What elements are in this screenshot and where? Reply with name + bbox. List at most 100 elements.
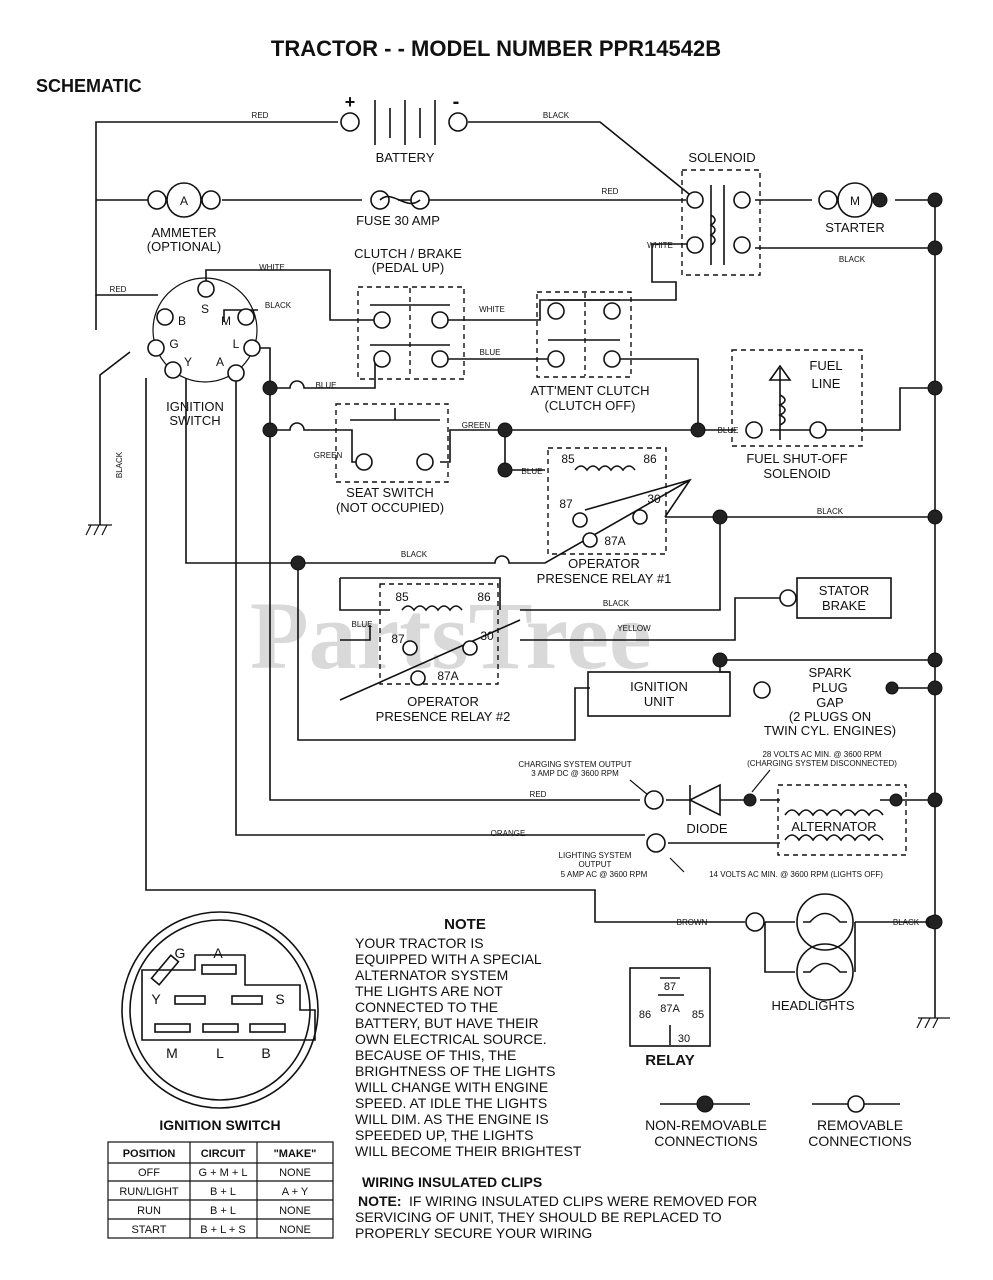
note-line: SPEEDED UP, THE LIGHTS	[355, 1127, 533, 1143]
non-removable-sub-label: CONNECTIONS	[654, 1133, 757, 1149]
table-cell: G + M + L	[199, 1167, 248, 1179]
stator-brake-label: STATOR	[819, 583, 870, 598]
table-cell: RUN/LIGHT	[119, 1186, 179, 1198]
schematic-heading: SCHEMATIC	[36, 76, 142, 96]
ign-terminal-m: M	[221, 314, 231, 328]
non-removable-connection-dots	[262, 192, 943, 930]
ignition-switch-label: IGNITION	[166, 399, 224, 414]
spark-label-3: GAP	[816, 695, 843, 710]
ammeter-optional-label: (OPTIONAL)	[147, 239, 221, 254]
switch-face-m: M	[166, 1045, 178, 1061]
switch-face-b: B	[261, 1045, 270, 1061]
ignition-unit-sub-label: UNIT	[644, 694, 674, 709]
clips-line-2: SERVICING OF UNIT, THEY SHOULD BE REPLAC…	[355, 1209, 722, 1225]
volts14-label: 14 VOLTS AC MIN. @ 3600 RPM (LIGHTS OFF)	[709, 870, 883, 879]
lighting-output-sub-label: OUTPUT	[579, 860, 612, 869]
note-line: EQUIPPED WITH A SPECIAL	[355, 951, 542, 967]
note-line: CONNECTED TO THE	[355, 999, 498, 1015]
spark-label-4: (2 PLUGS ON	[789, 709, 871, 724]
relay-legend-86: 86	[639, 1009, 651, 1021]
battery: + - BATTERY	[340, 91, 468, 165]
switch-face-g: G	[175, 945, 186, 961]
switch-face-a: A	[213, 945, 223, 961]
lighting-output-label: LIGHTING SYSTEM	[559, 851, 632, 860]
table-cell: NONE	[279, 1224, 311, 1236]
alternator-label: ALTERNATOR	[791, 819, 876, 834]
note-line: WILL CHANGE WITH ENGINE	[355, 1079, 548, 1095]
wire-label-blue-1: BLUE	[480, 348, 501, 357]
wire-label-black-ground: BLACK	[115, 451, 124, 478]
wire-label-red-1: RED	[252, 111, 269, 120]
note-line: WILL DIM. AS THE ENGINE IS	[355, 1111, 549, 1127]
solenoid: SOLENOID	[681, 150, 761, 276]
starter-symbol: M	[850, 194, 860, 208]
switch-face-s: S	[275, 991, 284, 1007]
note-line: WILL BECOME THEIR BRIGHTEST	[355, 1143, 582, 1159]
ignition-switch-title: IGNITION SWITCH	[159, 1117, 280, 1133]
ammeter-symbol: A	[180, 194, 188, 208]
relay1-terminal-87: 87	[559, 497, 573, 511]
relay2-terminal-85: 85	[395, 590, 409, 604]
stator-brake: STATOR BRAKE	[779, 577, 892, 619]
fuel-solenoid-sub-label: SOLENOID	[763, 466, 830, 481]
table-cell: B + L	[210, 1205, 236, 1217]
relay2-label: OPERATOR	[407, 694, 479, 709]
charging-output-value: 3 AMP DC @ 3600 RPM	[531, 769, 619, 778]
ign-terminal-l: L	[233, 337, 240, 351]
charging-system: CHARGING SYSTEM OUTPUT 3 AMP DC @ 3600 R…	[518, 750, 907, 879]
note-block: NOTE YOUR TRACTOR IS EQUIPPED WITH A SPE…	[355, 916, 582, 1159]
switch-face-l: L	[216, 1045, 224, 1061]
diode-label: DIODE	[686, 821, 728, 836]
removable-sub-label: CONNECTIONS	[808, 1133, 911, 1149]
table-cell: RUN	[137, 1205, 161, 1217]
note-line: THE LIGHTS ARE NOT	[355, 983, 503, 999]
clips-heading: WIRING INSULATED CLIPS	[362, 1174, 542, 1190]
seat-switch: SEAT SWITCH (NOT OCCUPIED)	[335, 403, 449, 515]
watermark: PartsTree	[250, 582, 652, 689]
page-title: TRACTOR - - MODEL NUMBER PPR14542B	[271, 36, 721, 61]
table-header: POSITION	[123, 1148, 176, 1160]
ammeter-label: AMMETER	[152, 225, 217, 240]
relay1-label: OPERATOR	[568, 556, 640, 571]
relay1-terminal-30: 30	[647, 492, 661, 506]
fuse-label: FUSE 30 AMP	[356, 213, 440, 228]
note-line: SPEED. AT IDLE THE LIGHTS	[355, 1095, 547, 1111]
wire-label-white-2: WHITE	[259, 263, 285, 272]
spark-label-5: TWIN CYL. ENGINES)	[764, 723, 896, 738]
note-heading: NOTE	[444, 916, 486, 933]
ammeter: A AMMETER (OPTIONAL)	[147, 182, 221, 254]
relay2-sub-label: PRESENCE RELAY #2	[376, 709, 511, 724]
operator-presence-relay-1: 85 86 87 30 87A OPERATOR PRESENCE RELAY …	[537, 447, 692, 586]
clips-note-label: NOTE:	[358, 1193, 402, 1209]
relay-legend-87: 87	[664, 981, 676, 993]
starter: M STARTER	[818, 182, 888, 235]
attachment-clutch-switch: ATT'MENT CLUTCH (CLUTCH OFF)	[531, 291, 650, 413]
table-cell: START	[131, 1224, 166, 1236]
clutch-brake-sub-label: (PEDAL UP)	[372, 260, 444, 275]
spark-label-2: PLUG	[812, 680, 847, 695]
note-line: YOUR TRACTOR IS	[355, 935, 484, 951]
fuse: FUSE 30 AMP	[356, 190, 440, 228]
table-header: CIRCUIT	[201, 1148, 246, 1160]
ignition-unit-label: IGNITION	[630, 679, 688, 694]
ign-terminal-b: B	[178, 314, 186, 328]
spark-label-1: SPARK	[808, 665, 851, 680]
ign-terminal-s: S	[201, 302, 209, 316]
attachment-clutch-label: ATT'MENT CLUTCH	[531, 383, 650, 398]
relay-legend-label: RELAY	[645, 1052, 694, 1069]
battery-plus-label: +	[345, 92, 356, 112]
seat-switch-sub-label: (NOT OCCUPIED)	[336, 500, 444, 515]
wire-label-white-1: WHITE	[647, 241, 673, 250]
lighting-output-value: 5 AMP AC @ 3600 RPM	[561, 870, 648, 879]
note-line: BECAUSE OF THIS, THE	[355, 1047, 516, 1063]
removable-label: REMOVABLE	[817, 1117, 903, 1133]
wiring-clips-note: WIRING INSULATED CLIPS NOTE: IF WIRING I…	[355, 1174, 757, 1241]
headlights: HEADLIGHTS	[745, 893, 939, 1013]
ignition-unit: IGNITION UNIT	[587, 671, 771, 717]
wire-label-orange: ORANGE	[491, 829, 526, 838]
table-header: "MAKE"	[274, 1148, 317, 1160]
wire-label-black-4: BLACK	[401, 550, 428, 559]
note-line: BATTERY, BUT HAVE THEIR	[355, 1015, 539, 1031]
